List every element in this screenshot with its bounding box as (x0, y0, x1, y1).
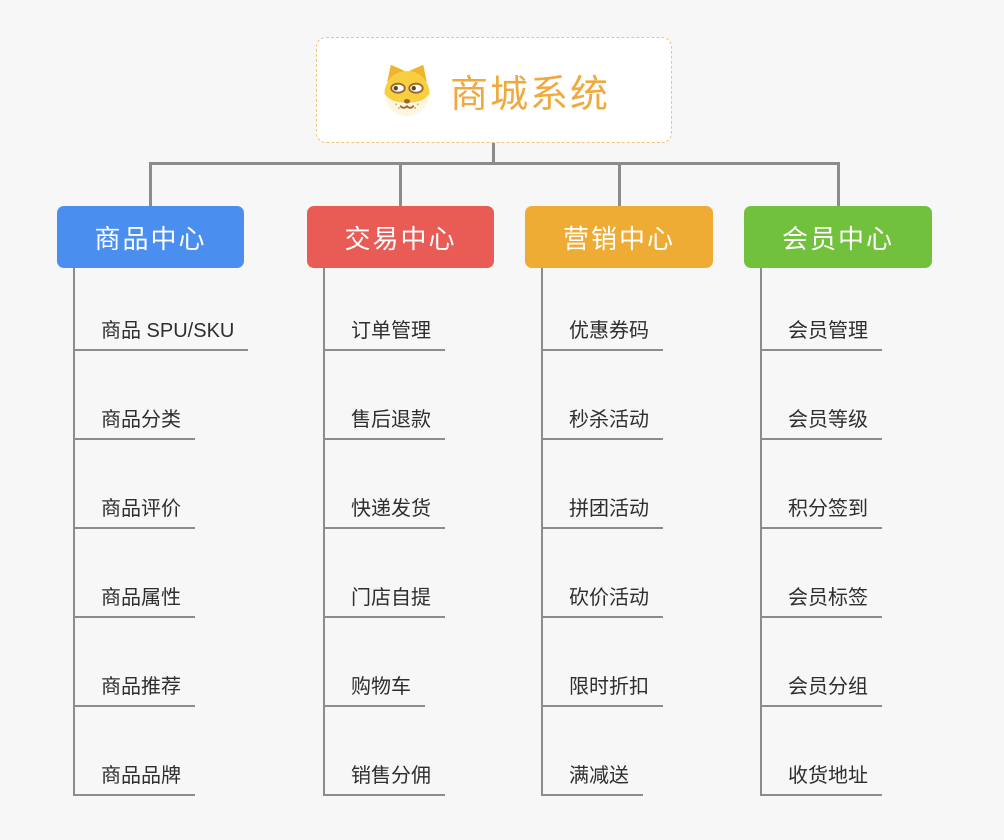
leaf-label: 会员标签 (762, 581, 882, 618)
leaf-label: 满减送 (543, 759, 643, 796)
branch-label: 会员中心 (781, 223, 894, 254)
branch-item-list: 优惠券码 秒杀活动 拼团活动 砍价活动 限时折扣 满减送 (541, 268, 713, 796)
leaf-label: 购物车 (325, 670, 425, 707)
root-stem-line (492, 143, 495, 162)
leaf-label: 商品品牌 (75, 759, 195, 796)
leaf-label: 门店自提 (325, 581, 445, 618)
leaf-node[interactable]: 商品 SPU/SKU (75, 268, 249, 351)
leaf-label: 会员等级 (762, 403, 882, 440)
leaf-label: 砍价活动 (543, 581, 663, 618)
leaf-label: 商品推荐 (75, 670, 195, 707)
leaf-node[interactable]: 拼团活动 (543, 440, 713, 529)
branch-node-member-center[interactable]: 会员中心 (744, 206, 932, 268)
leaf-label: 收货地址 (762, 759, 882, 796)
leaf-label: 限时折扣 (543, 670, 663, 707)
leaf-node[interactable]: 优惠券码 (543, 268, 713, 351)
branch-node-marketing-center[interactable]: 营销中心 (525, 206, 713, 268)
branch-item-list: 商品 SPU/SKU 商品分类 商品评价 商品属性 商品推荐 商品品牌 (73, 268, 249, 796)
leaf-label: 拼团活动 (543, 492, 663, 529)
leaf-node[interactable]: 销售分佣 (325, 707, 494, 796)
leaf-label: 积分签到 (762, 492, 882, 529)
branch-marketing-center: 营销中心 优惠券码 秒杀活动 拼团活动 砍价活动 限时折扣 满减送 (525, 206, 713, 796)
leaf-node[interactable]: 售后退款 (325, 351, 494, 440)
leaf-node[interactable]: 会员等级 (762, 351, 932, 440)
leaf-label: 商品分类 (75, 403, 195, 440)
leaf-label: 商品 SPU/SKU (75, 314, 249, 351)
branch-label: 交易中心 (344, 223, 457, 254)
leaf-node[interactable]: 会员标签 (762, 529, 932, 618)
branch-label: 商品中心 (94, 223, 207, 254)
leaf-node[interactable]: 购物车 (325, 618, 494, 707)
root-title: 商城系统 (449, 73, 610, 116)
leaf-node[interactable]: 砍价活动 (543, 529, 713, 618)
leaf-label: 秒杀活动 (543, 403, 663, 440)
leaf-node[interactable]: 门店自提 (325, 529, 494, 618)
branch-item-list: 订单管理 售后退款 快递发货 门店自提 购物车 销售分佣 (323, 268, 494, 796)
leaf-label: 优惠券码 (543, 314, 663, 351)
drop-line-products (149, 162, 152, 206)
doge-face-icon (384, 64, 430, 117)
leaf-node[interactable]: 商品评价 (75, 440, 244, 529)
leaf-node[interactable]: 商品分类 (75, 351, 244, 440)
branch-item-list: 会员管理 会员等级 积分签到 会员标签 会员分组 收货地址 (760, 268, 932, 796)
leaf-label: 销售分佣 (325, 759, 445, 796)
leaf-node[interactable]: 会员管理 (762, 268, 932, 351)
leaf-node[interactable]: 商品属性 (75, 529, 244, 618)
drop-line-trade (399, 162, 402, 206)
leaf-node[interactable]: 商品推荐 (75, 618, 244, 707)
root-node-mall-system[interactable]: 商城系统 (316, 37, 672, 143)
leaf-node[interactable]: 快递发货 (325, 440, 494, 529)
branch-node-trade-center[interactable]: 交易中心 (307, 206, 494, 268)
branch-rail-line (149, 162, 839, 165)
leaf-label: 会员分组 (762, 670, 882, 707)
leaf-node[interactable]: 会员分组 (762, 618, 932, 707)
leaf-label: 售后退款 (325, 403, 445, 440)
branch-product-center: 商品中心 商品 SPU/SKU 商品分类 商品评价 商品属性 商品推荐 商品品牌 (57, 206, 249, 796)
branch-node-product-center[interactable]: 商品中心 (57, 206, 244, 268)
leaf-node[interactable]: 积分签到 (762, 440, 932, 529)
leaf-label: 会员管理 (762, 314, 882, 351)
branch-label: 营销中心 (562, 223, 675, 254)
leaf-node[interactable]: 限时折扣 (543, 618, 713, 707)
leaf-node[interactable]: 满减送 (543, 707, 713, 796)
leaf-label: 商品评价 (75, 492, 195, 529)
drop-line-members (837, 162, 840, 206)
leaf-label: 商品属性 (75, 581, 195, 618)
leaf-node[interactable]: 收货地址 (762, 707, 932, 796)
leaf-node[interactable]: 订单管理 (325, 268, 494, 351)
drop-line-marketing (618, 162, 621, 206)
leaf-label: 快递发货 (325, 492, 445, 529)
branch-trade-center: 交易中心 订单管理 售后退款 快递发货 门店自提 购物车 销售分佣 (307, 206, 494, 796)
leaf-node[interactable]: 商品品牌 (75, 707, 244, 796)
branch-member-center: 会员中心 会员管理 会员等级 积分签到 会员标签 会员分组 收货地址 (744, 206, 932, 796)
leaf-label: 订单管理 (325, 314, 445, 351)
leaf-node[interactable]: 秒杀活动 (543, 351, 713, 440)
